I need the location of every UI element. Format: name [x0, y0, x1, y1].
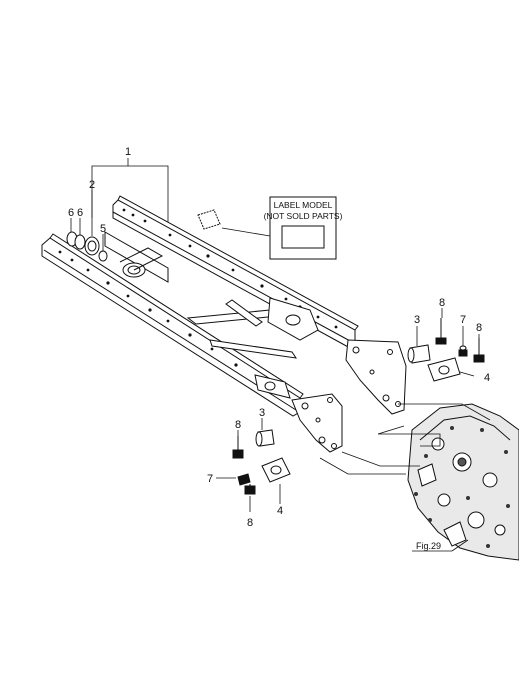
label-model-box: LABEL MODEL (NOT SOLD PARTS) [264, 196, 343, 260]
callout-8-lower-b: 8 [247, 517, 253, 529]
figure-reference: Fig.29 [416, 541, 441, 551]
part-5 [98, 250, 108, 262]
label-box-subtitle: (NOT SOLD PARTS) [264, 211, 343, 221]
callout-4-upper: 4 [484, 372, 490, 384]
callout-3-upper: 3 [414, 314, 420, 326]
lower-bolt-washer [237, 473, 251, 486]
callout-4-lower: 4 [277, 505, 283, 517]
upper-bolt-b [473, 338, 485, 363]
callout-8-lower-a: 8 [235, 419, 241, 431]
upper-bolt-a [435, 318, 447, 345]
callout-3-lower: 3 [259, 407, 265, 419]
transmission-housing [407, 403, 519, 561]
callout-numbers: 1 2 6 6 5 8 3 7 8 4 8 3 7 8 4 [68, 146, 490, 529]
callout-5: 5 [100, 223, 106, 235]
part-6b [74, 234, 86, 250]
callout-8-upper-a: 8 [439, 297, 445, 309]
leader-lines [70, 158, 491, 552]
callout-6b: 6 [77, 207, 83, 219]
callout-6a: 6 [68, 207, 74, 219]
lower-hardware [232, 429, 291, 495]
callout-7-lower: 7 [207, 473, 213, 485]
label-box-title: LABEL MODEL [274, 200, 333, 210]
lower-rear-bracket [291, 393, 343, 453]
lower-bolt-b [244, 484, 256, 495]
callout-1: 1 [125, 146, 131, 158]
callout-8-upper-b: 8 [476, 322, 482, 334]
bushing-group [66, 231, 108, 262]
front-frame-assembly [41, 195, 359, 417]
upper-bolt-washer [458, 345, 468, 357]
upper-hardware [407, 318, 485, 382]
upper-rear-bracket [345, 339, 407, 415]
lower-bolt-a [232, 436, 244, 459]
callout-2: 2 [89, 179, 95, 191]
callout-7-upper: 7 [460, 314, 466, 326]
